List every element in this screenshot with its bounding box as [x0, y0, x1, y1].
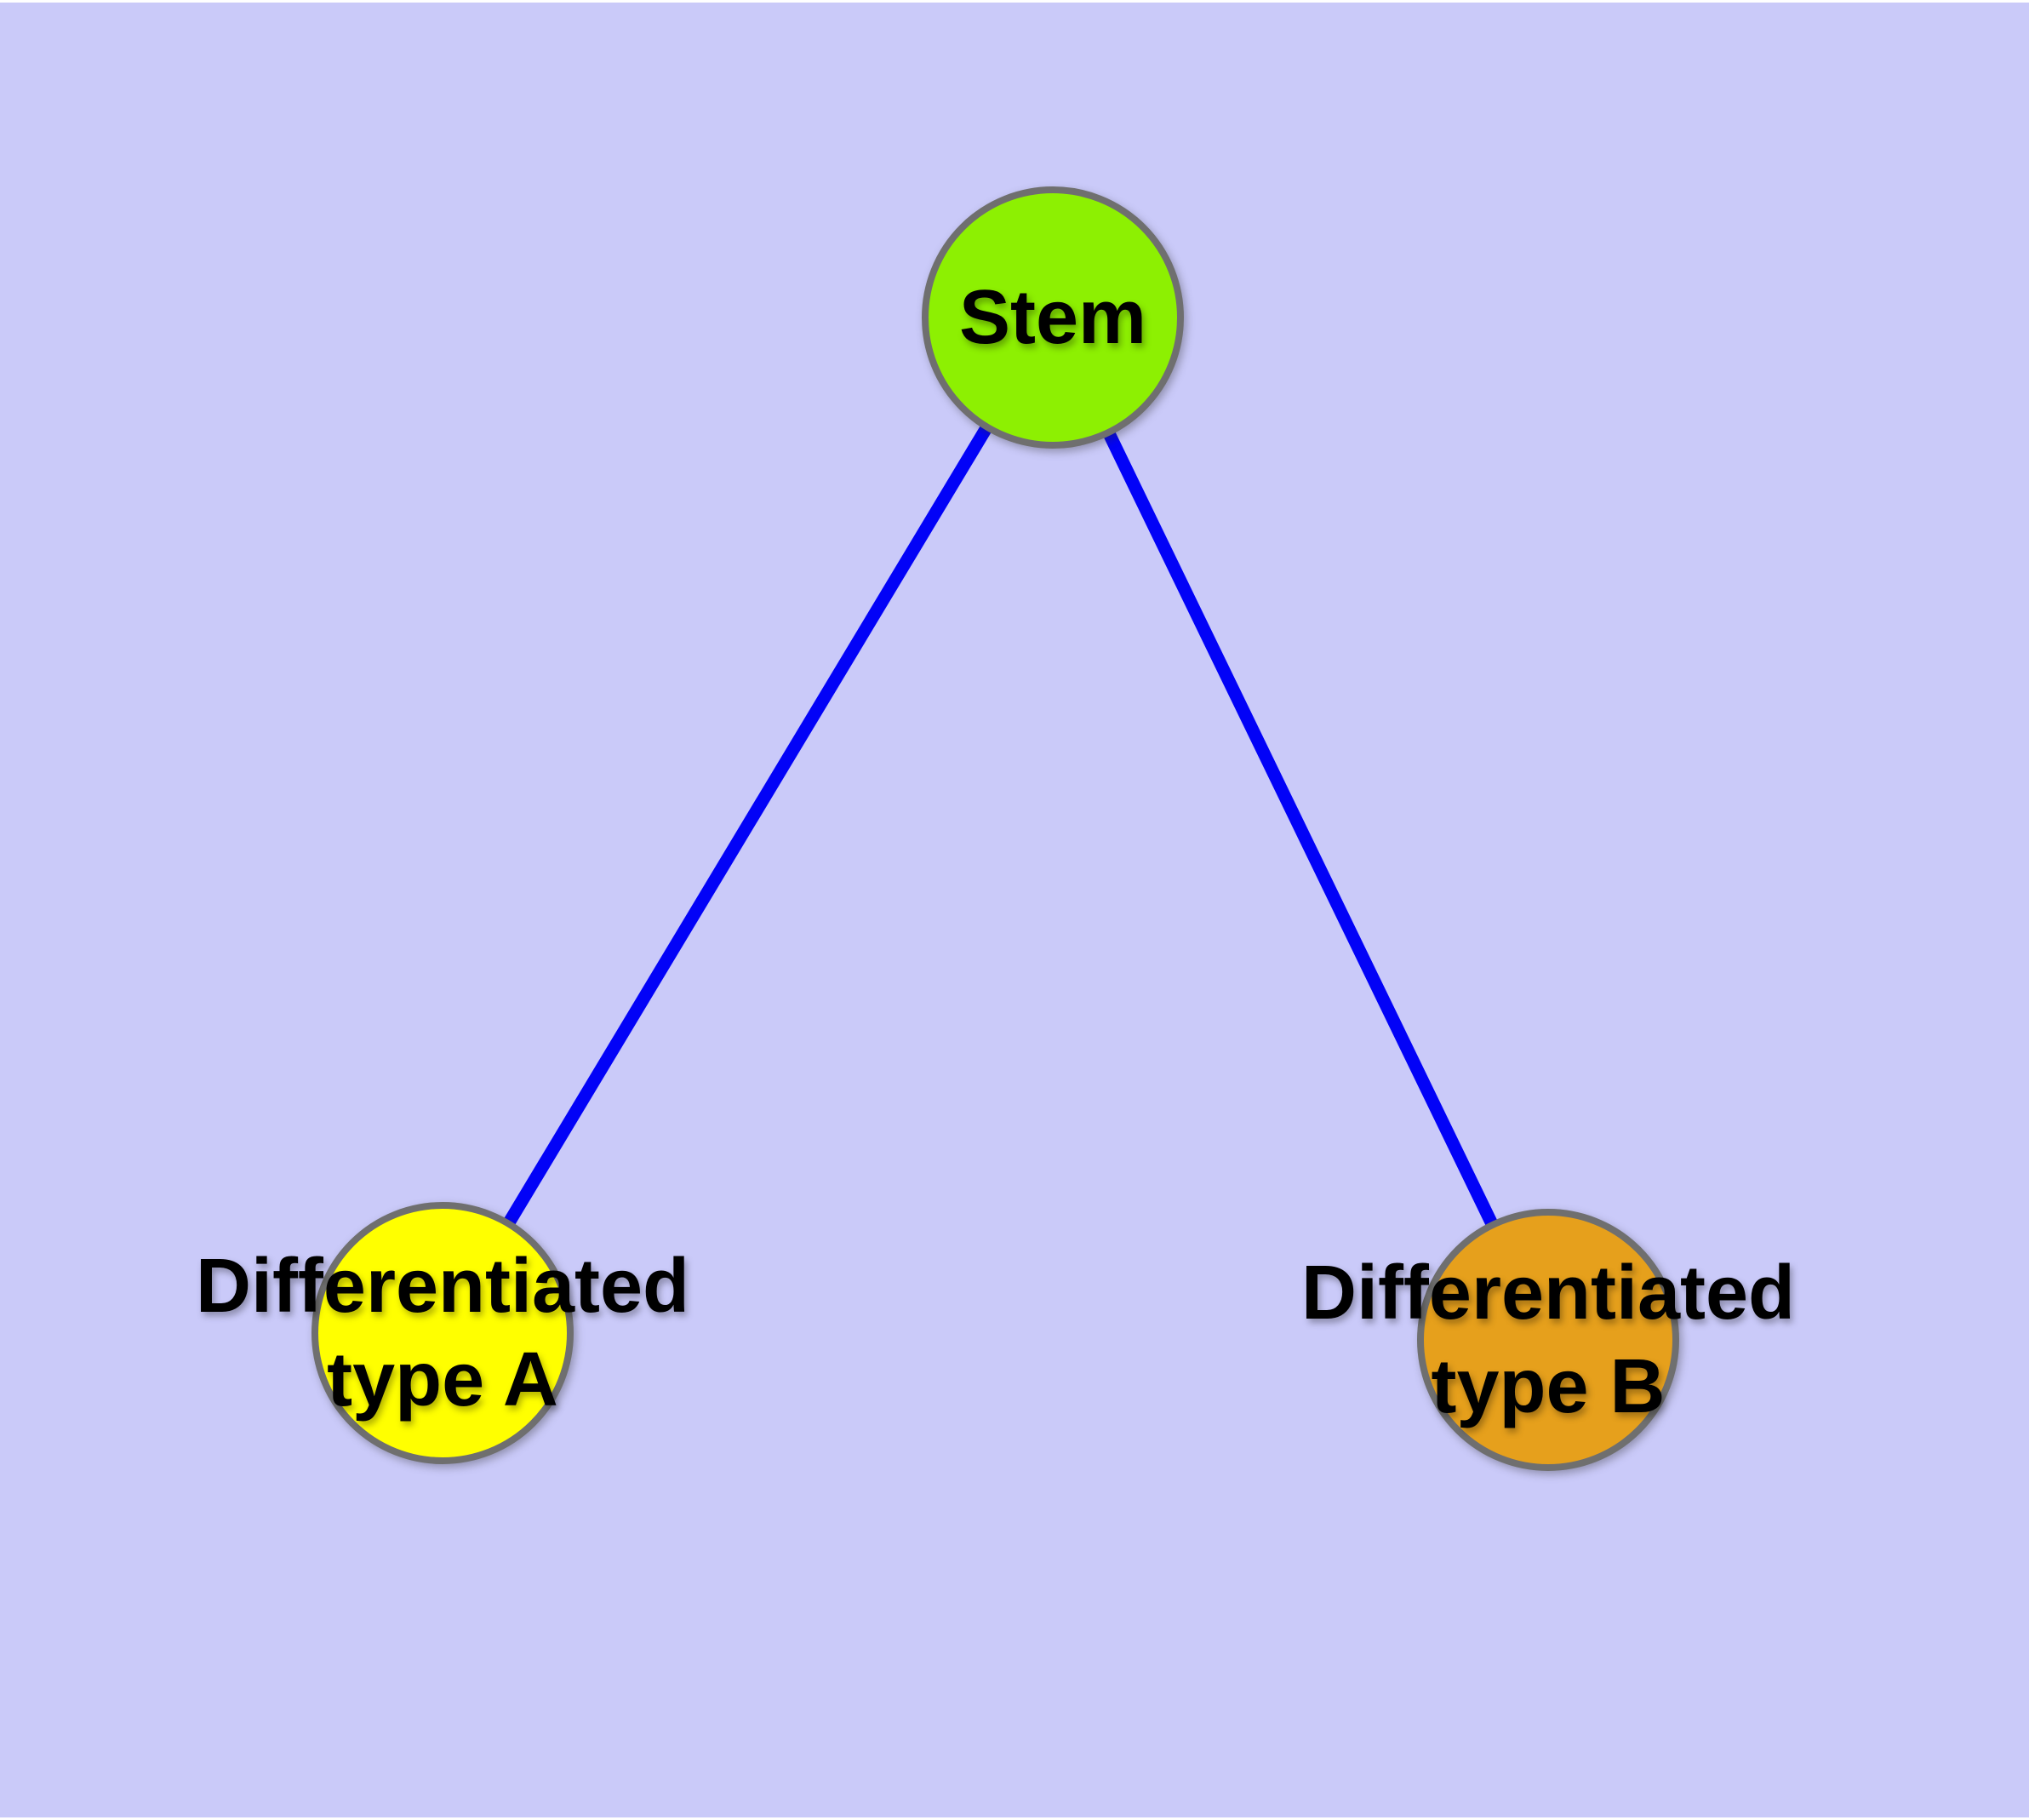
- node-circle-type-b[interactable]: [1417, 1209, 1679, 1471]
- node-label-line: Differentiated: [196, 1244, 689, 1329]
- edge-stem-to-type-b: [1047, 314, 1554, 1343]
- node-label-line: Differentiated: [1301, 1251, 1795, 1336]
- node-label-line: Stem: [959, 275, 1146, 360]
- node-circle-stem[interactable]: [922, 186, 1184, 449]
- node-circle-type-a[interactable]: [311, 1202, 574, 1464]
- edge-stem-to-type-a: [437, 314, 1059, 1336]
- node-label-stem: Stem: [959, 275, 1146, 360]
- node-label-line: type A: [327, 1337, 558, 1422]
- node-label-line: type B: [1431, 1344, 1665, 1429]
